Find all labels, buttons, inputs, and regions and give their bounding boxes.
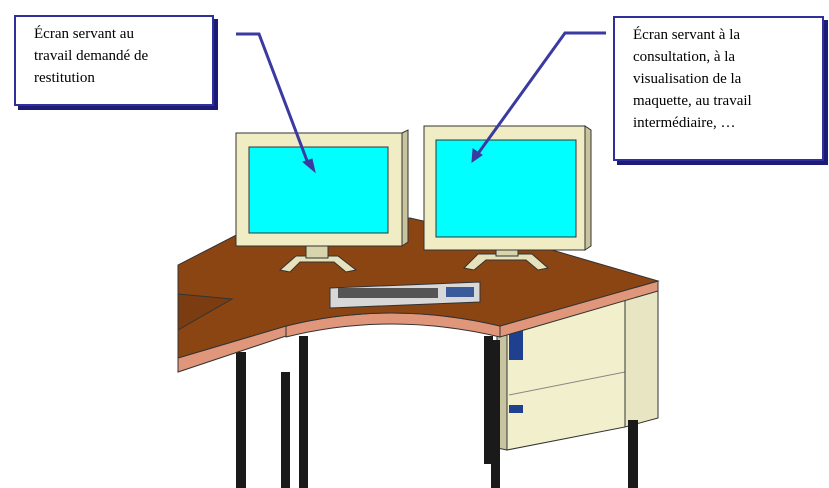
leg-front-mid [491,340,500,488]
desk-legs [299,336,493,488]
callout-right-line: visualisation de la [633,68,814,90]
callout-left-line: restitution [34,67,204,89]
screen-right [436,140,576,237]
leg-front-center [281,372,290,488]
leg-back-left [299,336,308,488]
callout-right: Écran servant à la consultation, à la vi… [613,16,824,161]
callout-right-line: maquette, au travail [633,90,814,112]
leg-front-right [628,420,638,488]
callout-right-line: consultation, à la [633,46,814,68]
leg-front-left [236,352,246,488]
monitor-right [424,126,591,270]
callout-right-line: intermédiaire, … [633,112,814,134]
callout-left: Écran servant au travail demandé de rest… [14,15,214,106]
callout-right-line: Écran servant à la [633,24,814,46]
screen-left [249,147,388,233]
callout-left-line: travail demandé de [34,45,204,67]
callout-left-line: Écran servant au [34,23,204,45]
